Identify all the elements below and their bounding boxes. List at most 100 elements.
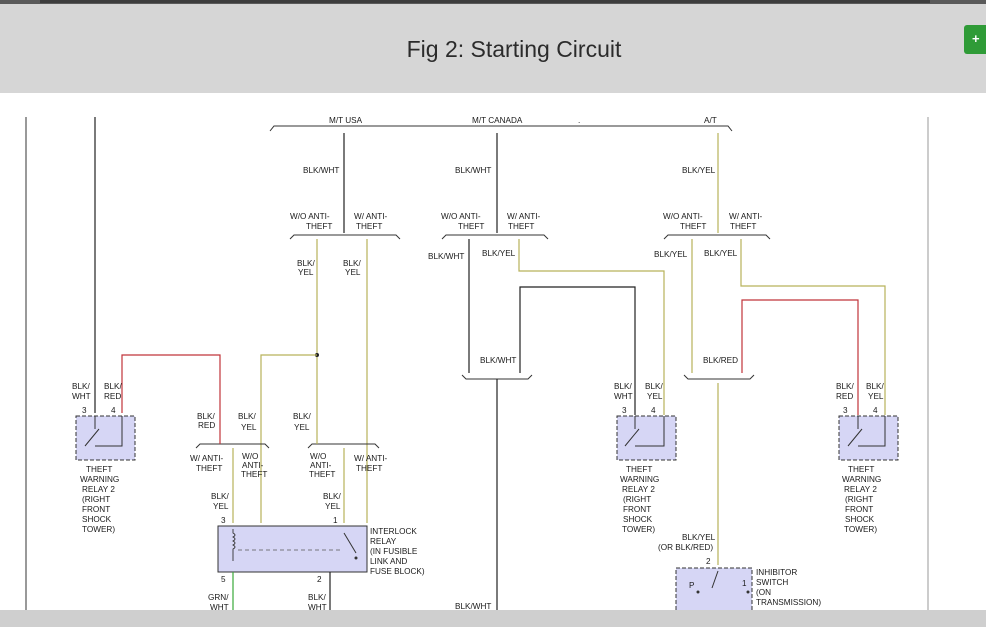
label-at-w-2: THEFT [730,222,756,231]
r3-label-yel: YEL [868,392,884,401]
label-at-left-blk-yel: BLK/YEL [654,250,688,259]
r3-pin-4: 4 [873,406,878,415]
r1-pin-4: 4 [111,406,116,415]
r1-text-3: RELAY 2 [82,485,115,494]
r1-label-wht: WHT [72,392,91,401]
label-a-red: RED [198,421,215,430]
figure-header: Fig 2: Starting Circuit + [0,4,986,93]
share-button[interactable]: + [964,25,986,54]
r1-label-red: RED [104,392,121,401]
interlock-contact-dot [354,556,358,560]
theft-relay-1-switch [84,416,123,447]
label-a-blk: BLK/ [197,412,215,421]
r2-text-6: SHOCK [623,515,653,524]
r3-text-5: FRONT [845,505,873,514]
label-il2-blk: BLK/ [308,593,326,602]
interlock-relay-box [217,525,368,573]
r3-label-blk-b: BLK/ [866,382,884,391]
r3-text-4: (RIGHT [845,495,873,504]
r1-text-1: THEFT [86,465,112,474]
pin-inhibitor-2: 2 [706,557,711,566]
theft-relay-3-switch [847,416,886,447]
label-at-wo-1: W/O ANTI- [663,212,703,221]
label-usa-w-1: W/ ANTI- [354,212,387,221]
label-c-yel: YEL [294,423,310,432]
r3-pin-3: 3 [843,406,848,415]
label-il3-yel: YEL [213,502,229,511]
join-bracket-canada [461,374,533,380]
label-b-yel: YEL [241,423,257,432]
label-il-w-4: THEFT [356,464,382,473]
r2-label-blk-a: BLK/ [614,382,632,391]
label-can-left-blk-wht: BLK/WHT [428,252,464,261]
r1-text-2: WARNING [80,475,119,484]
inhibitor-label-2: SWITCH [756,578,788,587]
theft-relay-1-box [75,415,136,461]
pin-il-3: 3 [221,516,226,525]
inhibitor-dot-1 [696,590,700,594]
label-can-w-2: THEFT [508,222,534,231]
page-title: Fig 2: Starting Circuit [406,36,622,62]
split-bracket-canada [441,234,549,240]
r3-label-blk-a: BLK/ [836,382,854,391]
interlock-contact [343,532,357,554]
theft-relay-2-box [616,415,677,461]
r2-text-1: THEFT [626,465,652,474]
plus-icon: + [972,31,980,46]
r3-text-7: TOWER) [844,525,877,534]
label-c-blk: BLK/ [293,412,311,421]
label-canada-blk-wht: BLK/WHT [455,166,491,175]
label-at-w-1: W/ ANTI- [729,212,762,221]
label-il-w-1: W/ ANTI- [190,454,223,463]
label-il3-blk: BLK/ [211,492,229,501]
branch-mt-canada: M/T CANADA [472,116,523,125]
inhibitor-label-1: INHIBITOR [756,568,797,577]
label-il-wo-3: THEFT [241,470,267,479]
label-at-wo-2: THEFT [680,222,706,231]
split-bracket-at [663,234,771,240]
r1-text-4: (RIGHT [82,495,110,504]
label-can-w-1: W/ ANTI- [507,212,540,221]
interlock-label-3: (IN FUSIBLE [370,547,418,556]
interlock-label-5: FUSE BLOCK) [370,567,425,576]
r2-text-4: (RIGHT [623,495,651,504]
label-il5-wht: WHT [210,603,229,610]
label-il-wo-1: W/O [242,452,258,461]
pin-inhibitor-p: P [689,581,695,590]
wire-usa-yel-branch [260,354,317,523]
pin-il-1: 1 [333,516,338,525]
split-bracket-interlock-right [307,443,380,449]
label-usa-blk-2: BLK/ [343,259,361,268]
label-il-wo-4: W/O [310,452,326,461]
label-il-wo-2: ANTI- [242,461,264,470]
inhibitor-switch-box [675,567,753,610]
label-can-bottom-blk-wht: BLK/WHT [455,602,491,610]
r2-label-blk-b: BLK/ [645,382,663,391]
r2-pin-4: 4 [651,406,656,415]
r1-label-blk-b: BLK/ [104,382,122,391]
r1-text-6: SHOCK [82,515,112,524]
label-usa-wo-2: THEFT [306,222,332,231]
branch-dot: . [578,116,580,125]
r2-text-5: FRONT [623,505,651,514]
label-il-w-2: THEFT [196,464,222,473]
interlock-label-1: INTERLOCK [370,527,417,536]
inhibitor-dot-2 [746,590,750,594]
label-at-blk-yel: BLK/YEL [682,166,716,175]
join-bracket-at [683,374,755,380]
label-can-wo-1: W/O ANTI- [441,212,481,221]
label-can-wo-2: THEFT [458,222,484,231]
inhibitor-label-4: TRANSMISSION) [756,598,821,607]
wire-can-yel [518,239,665,415]
pin-il-2: 2 [317,575,322,584]
bottom-scroll-bar[interactable] [0,610,986,627]
label-mt-usa-blk-wht: BLK/WHT [303,166,339,175]
r2-text-3: RELAY 2 [622,485,655,494]
wire-at-red-loop [741,299,859,415]
label-il1-blk: BLK/ [323,492,341,501]
label-usa-wo-1: W/O ANTI- [290,212,330,221]
interlock-label-2: RELAY [370,537,397,546]
label-can-join-blk-wht: BLK/WHT [480,356,516,365]
label-il-wo-5: ANTI- [310,461,332,470]
branch-mt-usa: M/T USA [329,116,363,125]
